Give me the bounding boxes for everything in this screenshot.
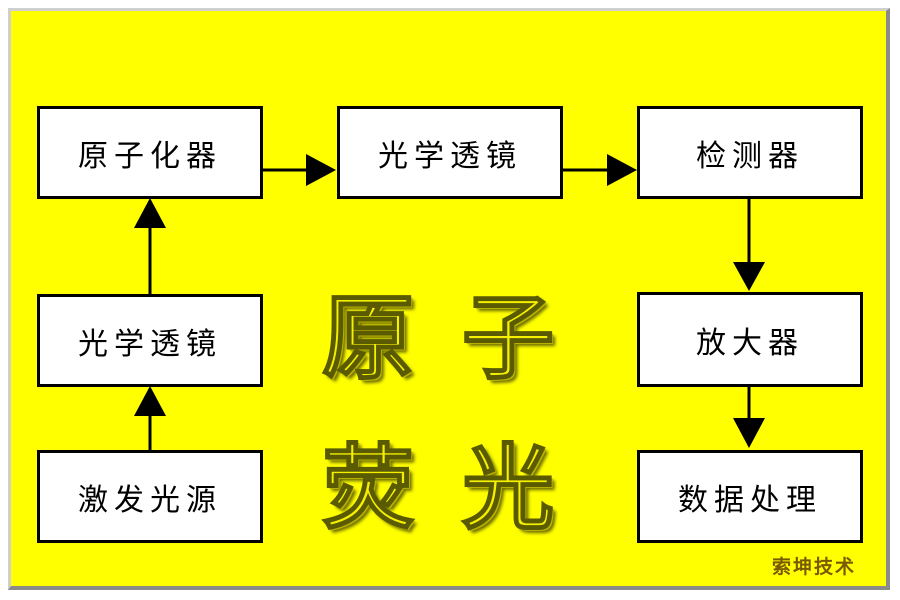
optical-lens-left-box: 光学透镜: [37, 294, 263, 387]
title-char-4: 光: [461, 434, 555, 542]
atomizer-box: 原子化器: [37, 106, 263, 199]
arrowhead-detector-to-amplifier: [733, 262, 765, 291]
data-processing-box: 数据处理: [637, 450, 863, 543]
arrowhead-lens-to-detector: [607, 154, 637, 186]
amplifier-box: 放大器: [637, 292, 863, 387]
title-char-2: 子: [461, 284, 555, 392]
detector-box: 检测器: [637, 106, 863, 199]
arrowhead-lens-to-atomizer: [134, 198, 166, 228]
arrowhead-amplifier-to-data: [733, 418, 765, 448]
excitation-source-box: 激发光源: [37, 450, 263, 543]
title-char-1: 原: [321, 284, 415, 392]
arrowhead-source-to-lens: [134, 386, 166, 416]
arrowhead-atomizer-to-lens: [306, 154, 336, 186]
watermark-logo: 索坤技术: [772, 556, 857, 578]
optical-lens-top-box: 光学透镜: [337, 106, 563, 199]
title-char-3: 荧: [321, 434, 415, 542]
